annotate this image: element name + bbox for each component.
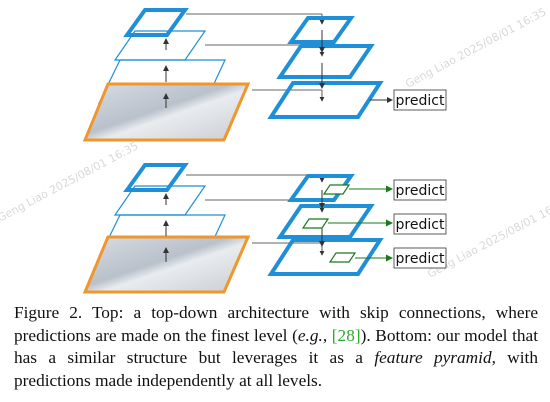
predict-box xyxy=(393,247,447,269)
top-right-level-3 xyxy=(267,81,384,119)
top-diagram: predict xyxy=(82,8,447,142)
bottom-diagram: predict predict predict xyxy=(82,163,447,294)
predict-box xyxy=(393,179,447,201)
input-image-bottom xyxy=(82,235,251,294)
watermark: Geng Liao 2025/08/01 16:35 xyxy=(0,139,140,224)
bottom-left-level-4 xyxy=(123,163,189,192)
predict-box xyxy=(393,89,447,111)
predict-box xyxy=(393,213,447,235)
predict-label: predict xyxy=(396,251,445,267)
figure-diagram: Geng Liao 2025/08/01 16:35 Geng Liao 202… xyxy=(0,5,550,294)
caption-feature-pyramid: feature pyramid xyxy=(374,348,492,367)
bottom-right-level-1 xyxy=(287,174,355,202)
caption-text: , with predictions made independently at… xyxy=(14,348,538,390)
caption-label: Figure 2. xyxy=(14,303,83,322)
prediction-head xyxy=(328,252,357,263)
caption-eg: e.g. xyxy=(297,325,323,345)
prediction-head xyxy=(301,218,330,229)
top-left-level-4 xyxy=(123,8,189,37)
top-right-level-1 xyxy=(287,16,355,44)
bottom-right-level-3 xyxy=(267,238,384,276)
input-image-top xyxy=(82,82,251,142)
caption-text: , xyxy=(322,325,332,345)
citation-link[interactable]: [28] xyxy=(331,325,361,345)
watermark: Geng Liao 2025/08/01 16:35 xyxy=(403,5,548,90)
caption-text: ). Bottom: our model that has a similar … xyxy=(14,325,539,368)
top-right-level-2 xyxy=(276,44,375,79)
predict-label: predict xyxy=(396,217,445,233)
bottom-right-level-2 xyxy=(276,204,375,239)
caption-text: Top: a top-down architecture with skip c… xyxy=(14,303,539,345)
prediction-head xyxy=(322,184,351,195)
predict-label: predict xyxy=(396,93,445,109)
figure-caption: Figure 2. Top: a top-down architecture w… xyxy=(14,302,538,392)
predict-label: predict xyxy=(396,183,445,199)
